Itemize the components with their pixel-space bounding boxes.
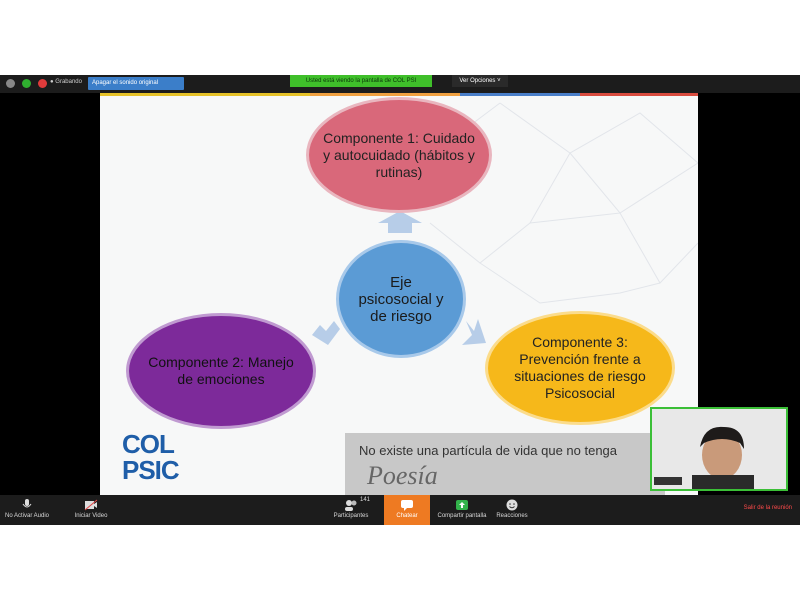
speaker-figure — [652, 409, 786, 489]
quote-box: No existe una partícula de vida que no t… — [345, 433, 665, 495]
record-icon — [38, 79, 47, 88]
slide-accent-bar — [100, 93, 310, 96]
logo-line1: COL — [122, 429, 175, 459]
mute-label: No Activar Audio — [4, 513, 50, 519]
speaker-video[interactable] — [650, 407, 788, 491]
background-network-pattern — [429, 102, 698, 304]
smiley-icon — [506, 499, 518, 511]
component-3-ellipse: Componente 3: Prevención frente a situac… — [485, 311, 675, 425]
zoom-window: ● Grabando Apagar el sonido original Ust… — [0, 75, 800, 525]
quote-text: No existe una partícula de vida que no t… — [359, 443, 618, 458]
colpsic-logo: COL PSIC — [122, 431, 196, 493]
center-axis-ellipse: Eje psicosocial y de riesgo — [336, 240, 466, 358]
share-banner: Usted está viendo la pantalla de COL PSI — [290, 75, 432, 87]
share-screen-label: Compartir pantalla — [437, 513, 487, 519]
shared-slide: Componente 1: Cuidado y autocuidado (háb… — [100, 93, 698, 495]
share-screen-icon — [456, 500, 468, 510]
logo-line2: PSIC — [122, 455, 180, 485]
participants-count: 141 — [360, 497, 371, 503]
top-bar: ● Grabando Apagar el sonido original Ust… — [0, 75, 800, 93]
share-screen-button[interactable]: Compartir pantalla — [436, 495, 488, 525]
participants-label: Participantes — [333, 513, 369, 519]
component-2-ellipse: Componente 2: Manejo de emociones — [126, 313, 316, 429]
reactions-label: Reacciones — [496, 513, 528, 519]
video-button[interactable]: Iniciar Video — [66, 495, 116, 525]
reactions-button[interactable]: Reacciones — [492, 495, 532, 525]
poesia-overlay: Poesía — [367, 461, 438, 490]
microphone-icon — [22, 499, 32, 508]
original-sound-button[interactable]: Apagar el sonido original — [88, 77, 184, 90]
bottom-toolbar: No Activar Audio Iniciar Video Participa… — [0, 495, 800, 525]
component-2-text: Componente 2: Manejo de emociones — [148, 354, 294, 387]
shield-icon[interactable] — [22, 79, 31, 88]
slide-accent-bar — [310, 93, 460, 96]
video-label: Iniciar Video — [74, 513, 108, 519]
participants-button[interactable]: Participantes 141 — [328, 495, 374, 525]
info-icon[interactable] — [6, 79, 15, 88]
mute-button[interactable]: No Activar Audio — [2, 495, 52, 525]
chat-button[interactable]: Chatear — [384, 495, 430, 525]
slide-accent-bar — [580, 93, 698, 96]
chat-icon — [401, 500, 413, 511]
view-options-button[interactable]: Ver Opciones ˅ — [452, 75, 508, 87]
slide-accent-bar — [460, 93, 580, 96]
component-3-text: Componente 3: Prevención frente a situac… — [514, 334, 646, 401]
chat-label: Chatear — [396, 513, 418, 519]
component-1-ellipse: Componente 1: Cuidado y autocuidado (háb… — [306, 97, 492, 213]
center-axis-text: Eje psicosocial y de riesgo — [358, 273, 444, 325]
video-camera-icon — [84, 499, 98, 511]
arrows — [312, 211, 486, 345]
recording-label: ● Grabando — [50, 79, 82, 85]
component-1-text: Componente 1: Cuidado y autocuidado (háb… — [323, 129, 475, 180]
participants-icon — [345, 500, 357, 511]
leave-meeting-button[interactable]: Salir de la reunión — [743, 505, 792, 511]
